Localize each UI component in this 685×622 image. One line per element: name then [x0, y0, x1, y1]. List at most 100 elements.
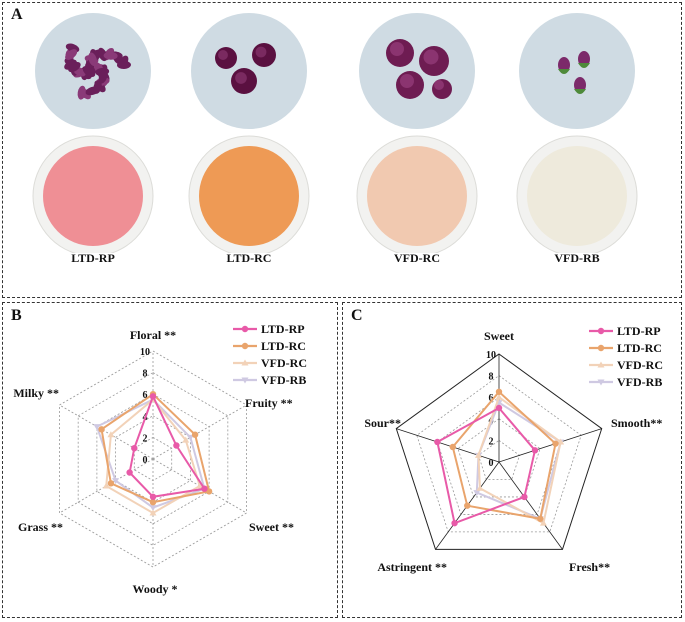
tick-label: 8	[489, 372, 494, 383]
legend-marker-ltd-rc	[597, 344, 605, 352]
sample-photo-3	[356, 13, 478, 253]
grid-ring-8	[77, 372, 229, 546]
point-vfd-rc-woody	[149, 509, 157, 516]
series-line-ltd-rc	[451, 390, 557, 520]
point-ltd-rc-sour	[449, 443, 456, 451]
panel-letter-c: C	[351, 307, 363, 324]
axis-label-milky: Milky **	[13, 386, 59, 400]
legend-label: LTD-RP	[261, 322, 305, 336]
legend-label: LTD-RC	[617, 341, 662, 355]
point-ltd-rp-grass	[126, 469, 133, 476]
legend-marker-ltd-rp	[597, 327, 605, 335]
point-vfd-rc-sweet	[495, 393, 503, 400]
point-vfd-rc-smooth	[557, 438, 565, 445]
point-ltd-rp-smooth	[531, 447, 539, 454]
sample-photo-4	[516, 13, 638, 253]
point-vfd-rc-grass	[102, 482, 110, 489]
point-ltd-rp-milky	[131, 445, 138, 452]
point-ltd-rc-smooth	[552, 440, 559, 447]
legend-label: LTD-RC	[261, 339, 306, 353]
point-ltd-rc-milky	[98, 426, 105, 433]
tea-infusion-3	[367, 146, 467, 246]
point-ltd-rp-woody	[149, 493, 157, 500]
point-ltd-rp-floral	[149, 393, 157, 400]
point-vfd-rc-fresh	[539, 519, 547, 526]
tick-label: 10	[140, 347, 150, 358]
point-ltd-rp-astringent	[451, 519, 458, 527]
point-vfd-rb-grass	[112, 478, 120, 485]
spoke-grass	[59, 458, 154, 514]
sample-ltd-rp: LTD-RP	[18, 3, 168, 283]
grid-ring-10	[59, 350, 247, 568]
point-ltd-rp-sweet	[495, 404, 503, 412]
tick-label: 6	[143, 390, 148, 401]
sample-label: LTD-RC	[226, 251, 272, 265]
tick-label: 2	[489, 436, 494, 447]
legend-label: VFD-RB	[261, 373, 306, 387]
tea-infusion-1	[43, 146, 143, 246]
point-ltd-rc-grass	[107, 480, 115, 487]
panel-a-photos: A LTD-RP LTD-RC VFD-RC VFD-RB	[2, 2, 682, 298]
tick-label: 2	[143, 433, 148, 444]
point-ltd-rp-fresh	[521, 493, 528, 501]
sample-vfd-rc: VFD-RC	[342, 3, 492, 283]
point-vfd-rc-fruity	[182, 436, 190, 443]
tick-label: 0	[489, 458, 494, 469]
sample-label: VFD-RB	[554, 251, 600, 265]
point-ltd-rp-fruity	[173, 442, 180, 449]
axis-label-smooth: Smooth**	[611, 416, 662, 430]
point-vfd-rb-milky	[93, 424, 101, 431]
legend-label: VFD-RC	[261, 356, 307, 370]
legend-marker-vfd-rc	[241, 359, 249, 366]
axis-label-floral: Floral **	[130, 328, 176, 342]
point-ltd-rc-sweet	[205, 488, 213, 495]
point-ltd-rc-fruity	[191, 431, 199, 438]
axis-label-grass: Grass **	[18, 520, 63, 534]
panel-letter-a: A	[11, 6, 23, 23]
legend-label: VFD-RB	[617, 375, 662, 389]
legend-label: VFD-RC	[617, 358, 663, 372]
tea-infusion-2	[199, 146, 299, 246]
point-vfd-rc-astringent	[476, 484, 484, 491]
grid-ring-10	[395, 353, 603, 550]
point-ltd-rc-sweet	[495, 388, 503, 395]
point-ltd-rc-astringent	[464, 502, 471, 509]
grid-ring-6	[436, 396, 562, 515]
point-vfd-rb-woody	[149, 505, 157, 512]
axis-label-sour: Sour**	[364, 416, 401, 430]
sample-ltd-rc: LTD-RC	[174, 3, 324, 283]
series-line-ltd-rp	[436, 406, 537, 525]
dish-top-4	[519, 13, 635, 129]
axis-label-woody: Woody *	[132, 582, 177, 596]
spoke-fresh	[498, 461, 563, 550]
legend-label: LTD-RP	[617, 324, 661, 338]
point-vfd-rb-astringent	[473, 490, 481, 497]
point-ltd-rc-woody	[149, 499, 157, 506]
dish-top-3	[359, 13, 475, 129]
point-vfd-rc-sour	[474, 451, 482, 458]
spoke-sweet	[152, 458, 247, 514]
point-vfd-rc-milky	[107, 431, 115, 438]
sample-label: LTD-RP	[71, 251, 115, 265]
point-ltd-rp-sweet	[201, 485, 208, 492]
sample-label: VFD-RC	[394, 251, 440, 265]
tea-infusion-4	[527, 146, 627, 246]
spoke-milky	[59, 404, 154, 460]
spoke-smooth	[498, 428, 602, 463]
point-ltd-rp-sour	[434, 438, 441, 446]
legend-marker-ltd-rc	[241, 342, 249, 350]
point-vfd-rc-sweet	[196, 482, 204, 489]
sample-vfd-rb: VFD-RB	[502, 3, 652, 283]
sample-photo-2	[188, 13, 310, 253]
legend-marker-vfd-rc	[597, 361, 605, 368]
tick-label: 10	[486, 350, 496, 361]
grid-ring-8	[416, 375, 582, 533]
axis-label-fruity: Fruity **	[245, 396, 293, 410]
series-line-vfd-rc	[477, 395, 562, 525]
axis-label-sweet: Sweet	[484, 329, 514, 343]
point-vfd-rb-fruity	[186, 434, 194, 441]
